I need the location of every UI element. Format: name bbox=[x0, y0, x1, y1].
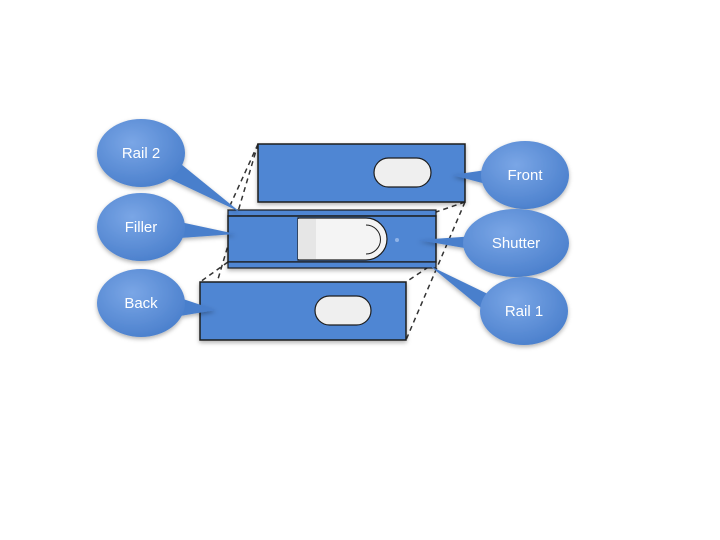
rail-2-strip bbox=[227, 209, 437, 217]
callout-front: Front bbox=[452, 141, 569, 209]
guide-line-right-far bbox=[405, 201, 466, 341]
label-rail-1: Rail 1 bbox=[505, 303, 543, 320]
callout-filler: Filler bbox=[97, 193, 236, 261]
back-slot bbox=[314, 295, 372, 326]
shutter-piece bbox=[297, 217, 388, 261]
pivot-dot bbox=[395, 238, 399, 242]
callout-rail-1: Rail 1 bbox=[430, 266, 568, 345]
guide-line-left-mid bbox=[199, 261, 229, 283]
label-front: Front bbox=[507, 167, 543, 184]
callout-rail-2: Rail 2 bbox=[97, 119, 240, 212]
label-filler: Filler bbox=[125, 219, 158, 236]
guide-line-left-top bbox=[227, 143, 259, 211]
back-panel bbox=[199, 281, 407, 341]
label-rail-2: Rail 2 bbox=[122, 145, 160, 162]
callout-shutter: Shutter bbox=[418, 209, 569, 277]
front-panel bbox=[257, 143, 466, 203]
front-slot bbox=[373, 157, 432, 188]
rail-1-strip bbox=[227, 261, 437, 269]
callout-back: Back bbox=[97, 269, 216, 337]
middle-layer bbox=[227, 209, 437, 269]
guide-line-right-mid bbox=[405, 261, 437, 283]
label-shutter: Shutter bbox=[492, 235, 540, 252]
label-back: Back bbox=[124, 295, 158, 312]
